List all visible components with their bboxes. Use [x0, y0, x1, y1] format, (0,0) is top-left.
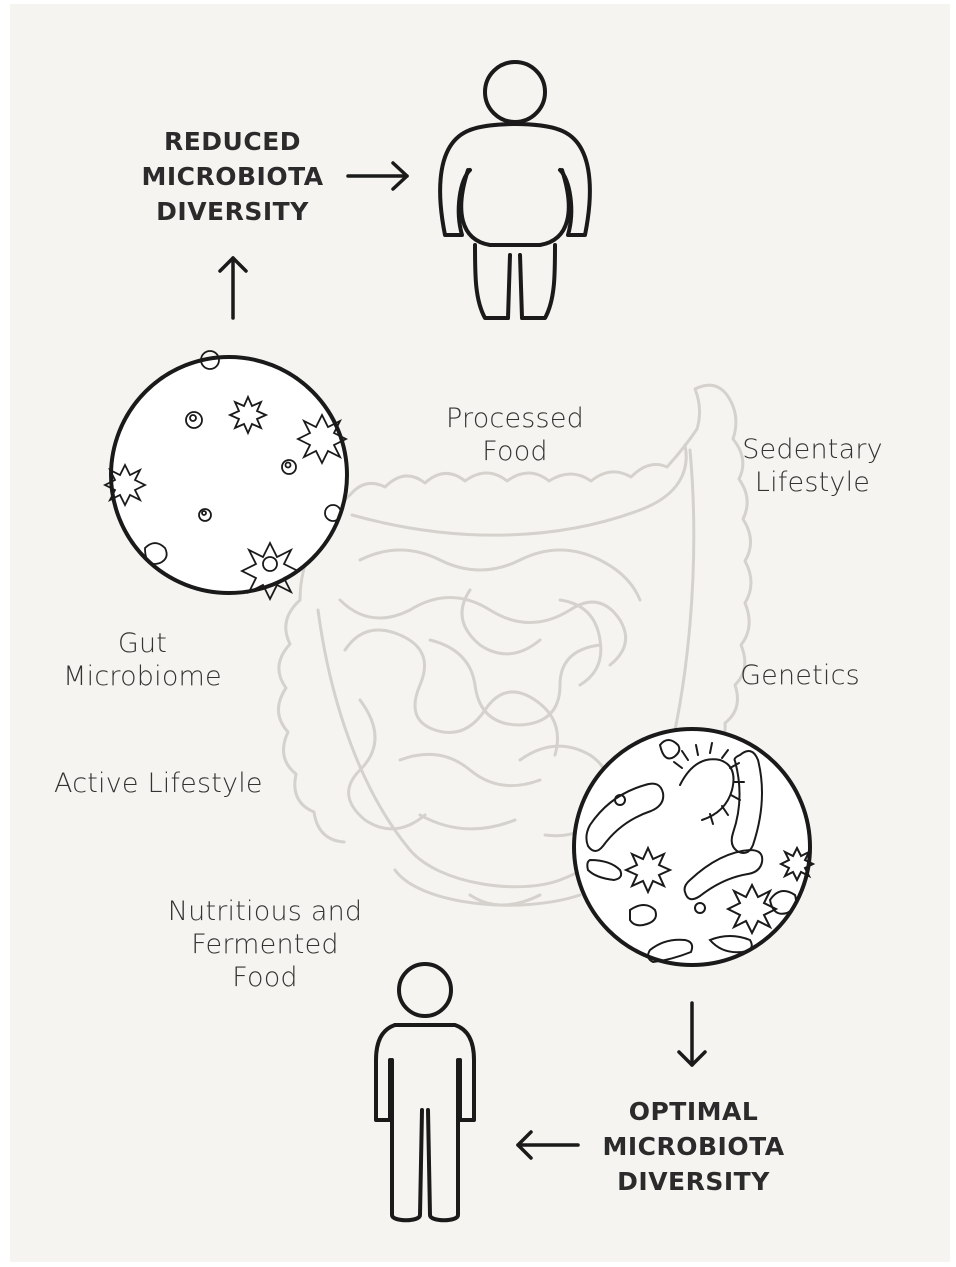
- genetics-label: Genetics: [720, 659, 880, 692]
- arrow-left-icon: [518, 1132, 578, 1158]
- nutritious-fermented-food-label: Nutritious and Fermented Food: [145, 895, 385, 994]
- reduced-diversity-heading: REDUCED MICROBIOTA DIVERSITY: [125, 124, 340, 229]
- optimal-diversity-heading: OPTIMAL MICROBIOTA DIVERSITY: [586, 1094, 801, 1199]
- obese-person-icon: [440, 62, 590, 318]
- gut-microbiome-label: Gut Microbiome: [45, 627, 240, 693]
- arrow-up-icon: [220, 258, 246, 318]
- dense-microbiome-icon: [574, 729, 813, 965]
- arrow-down-icon: [679, 1003, 705, 1065]
- slim-person-icon: [376, 964, 474, 1220]
- arrow-right-icon: [348, 163, 407, 189]
- sparse-microbiome-icon: [105, 351, 347, 599]
- active-lifestyle-label: Active Lifestyle: [54, 767, 284, 800]
- sedentary-lifestyle-label: Sedentary Lifestyle: [720, 433, 905, 499]
- processed-food-label: Processed Food: [420, 402, 610, 468]
